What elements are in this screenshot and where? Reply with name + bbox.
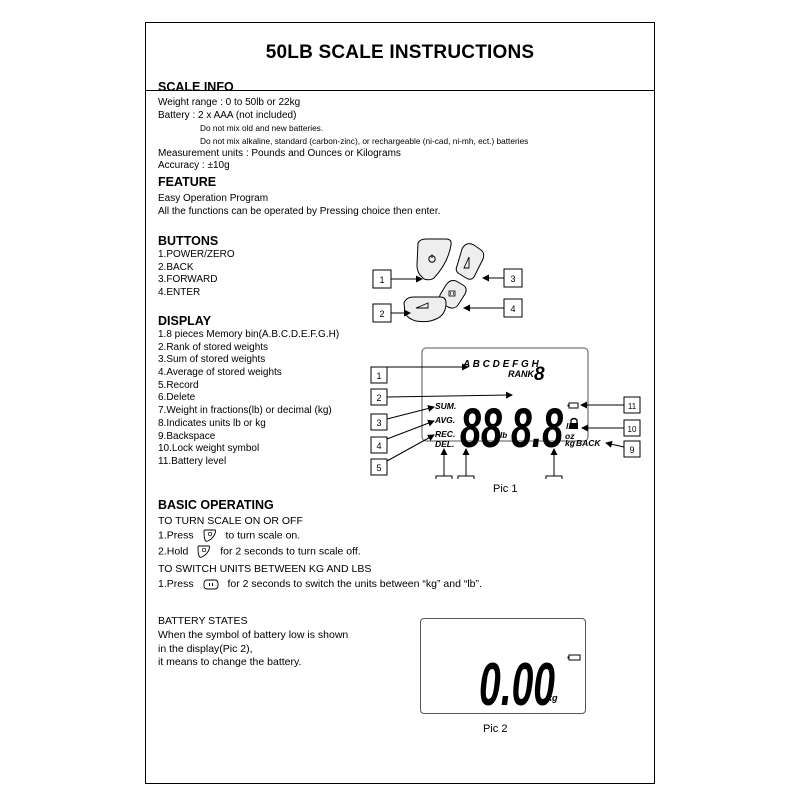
power-button-icon (197, 545, 211, 558)
feature-heading: FEATURE (158, 175, 217, 189)
lcd-screen (421, 347, 589, 442)
battery-low-icon (567, 654, 581, 661)
display-item: 5.Record (158, 379, 199, 391)
battery-section: BATTERY STATES When the symbol of batter… (158, 615, 348, 670)
lb-small-label: lb (500, 431, 507, 440)
lcd-diagram: A B C D E F G H RANK 8 SUM. AVG. REC. DE… (370, 347, 641, 479)
buttons-heading: BUTTONS (158, 234, 219, 248)
feature-line: All the functions can be operated by Pre… (158, 205, 441, 217)
hold-off-line: 2.Hold for 2 seconds to turn scale off. (158, 545, 361, 558)
scale-info-line: Battery : 2 x AAA (not included) (158, 109, 297, 121)
display-item: 4.Average of stored weights (158, 367, 282, 379)
display-item: 6.Delete (158, 392, 196, 404)
pic2-caption: Pic 2 (483, 723, 508, 735)
battery-line: it means to change the battery. (158, 656, 302, 668)
memory-bins: A B C D E F G H (462, 359, 540, 370)
display-callout-9: 9 (629, 445, 634, 455)
scale-info-heading: SCALE INFO (158, 80, 234, 94)
rank-digit: 8 (534, 364, 545, 385)
instruction-sheet: 50LB SCALE INSTRUCTIONS SCALE INFO Weigh… (145, 22, 655, 784)
scale-info-line: Measurement units : Pounds and Ounces or… (158, 147, 401, 159)
button-item: 2.BACK (158, 261, 194, 273)
display-item: 10.Lock weight symbol (158, 443, 260, 455)
button-item: 1.POWER/ZERO (158, 249, 235, 260)
lock-icon (570, 417, 578, 429)
callout-1: 1 (379, 275, 384, 285)
avg-label: AVG. (434, 415, 455, 425)
title-divider (146, 90, 654, 91)
press-on-line: 1.Press to turn scale on. (158, 529, 301, 542)
enter-button-icon (203, 579, 218, 590)
rank-label: RANK (508, 369, 535, 379)
callout-2: 2 (379, 309, 384, 319)
oz-label: oz (565, 431, 575, 441)
callout-4: 4 (510, 304, 515, 314)
turn-title: TO TURN SCALE ON OR OFF (158, 515, 303, 527)
feature-line: Easy Operation Program (158, 193, 269, 204)
battery-lcd-unit: kg (547, 693, 558, 703)
page-title: 50LB SCALE INSTRUCTIONS (265, 42, 535, 63)
back-label: BACK (576, 438, 601, 448)
battery-icon (567, 402, 579, 409)
display-callout-2: 2 (376, 393, 381, 403)
scale-info-line: Weight range : 0 to 50lb or 22kg (158, 97, 301, 108)
battery-title: BATTERY STATES (158, 615, 248, 627)
display-item: 1.8 pieces Memory bin(A.B.C.D.E.F.G.H) (158, 329, 340, 340)
buttons-list: 1.POWER/ZERO 2.BACK 3.FORWARD 4.ENTER (158, 249, 235, 300)
power-button-icon (203, 529, 216, 542)
display-heading: DISPLAY (158, 314, 212, 328)
battery-lcd-digits: 0.00 (479, 651, 555, 713)
display-callout-4: 4 (376, 441, 381, 451)
battery-lcd-screen: 0.00 kg (420, 618, 586, 714)
display-callout-3: 3 (376, 418, 381, 428)
sum-label: SUM. (435, 401, 456, 411)
display-callout-10: 10 (628, 425, 637, 434)
back-arrow-icon (415, 302, 429, 309)
scale-info-line: Accuracy : ±10g (158, 160, 230, 172)
display-item: 8.Indicates units lb or kg (158, 417, 266, 429)
button-item: 4.ENTER (158, 287, 201, 299)
display-item: 2.Rank of stored weights (158, 341, 269, 353)
feature-list: Easy Operation Program All the functions… (158, 193, 440, 218)
kg-label: kg (565, 438, 576, 448)
scale-info-note: Do not mix alkaline, standard (carbon-zi… (200, 136, 529, 147)
forward-button-shape (455, 243, 485, 280)
battery-line: When the symbol of battery low is shown (158, 629, 349, 641)
scale-info-list: Weight range : 0 to 50lb or 22kg Battery… (158, 97, 528, 173)
power-zero-button-shape (416, 238, 452, 281)
display-item: 7.Weight in fractions(lb) or decimal (kg… (158, 405, 332, 417)
turn-on-off-section: TO TURN SCALE ON OR OFF 1.Press to turn … (158, 515, 361, 561)
display-list: 1.8 pieces Memory bin(A.B.C.D.E.F.G.H) 2… (158, 329, 339, 469)
button-item: 3.FORWARD (158, 274, 218, 286)
pic1-caption: Pic 1 (493, 483, 518, 495)
del-label: DEL. (435, 439, 454, 449)
display-item: 11.Battery level (158, 455, 227, 467)
lb-label: lb (566, 421, 574, 431)
switch-units-section: TO SWITCH UNITS BETWEEN KG AND LBS 1.Pre… (158, 563, 482, 594)
display-item: 9.Backspace (158, 430, 216, 442)
display-callout-5: 5 (376, 463, 381, 473)
back-button-shape (403, 296, 447, 323)
display-item: 3.Sum of stored weights (158, 354, 266, 366)
display-callout-11: 11 (628, 402, 637, 411)
weight-digits-right: 8.8 (511, 396, 564, 459)
callout-3: 3 (510, 274, 515, 284)
battery-line: in the display(Pic 2), (158, 642, 253, 655)
buttons-diagram: 1 2 3 4 (372, 238, 523, 323)
basic-operating-heading: BASIC OPERATING (158, 498, 274, 512)
scale-info-note: Do not mix old and new batteries. (200, 123, 324, 134)
power-icon (428, 254, 436, 263)
forward-arrow-icon (463, 256, 470, 269)
switch-title: TO SWITCH UNITS BETWEEN KG AND LBS (158, 563, 372, 575)
switch-line: 1.Press for 2 seconds to switch the unit… (158, 578, 482, 590)
display-callout-1: 1 (376, 371, 381, 381)
rec-label: REC. (435, 429, 455, 439)
enter-icon (448, 290, 456, 297)
